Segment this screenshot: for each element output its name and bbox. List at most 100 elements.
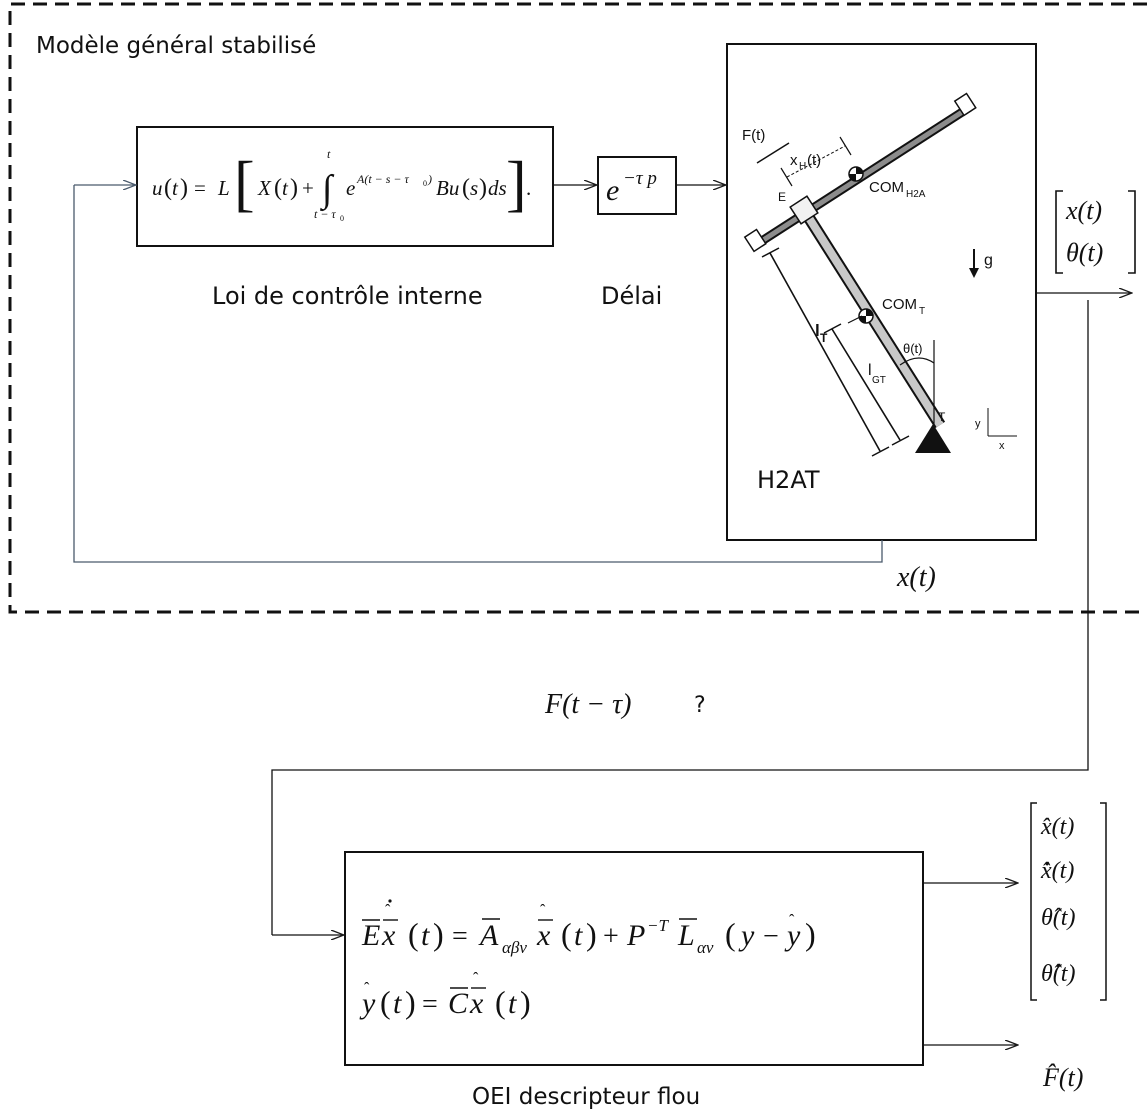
svg-text:ds: ds <box>488 176 507 200</box>
point-t-label: T <box>938 410 946 424</box>
h2at-robot-illustration <box>743 92 1017 457</box>
delay-label: Délai <box>601 282 662 310</box>
svg-text:): ) <box>290 175 298 201</box>
point-e-label: E <box>778 190 786 204</box>
output-vector <box>1055 190 1136 274</box>
svg-text:ˆ: ˆ <box>540 902 546 919</box>
svg-text:t: t <box>282 176 289 200</box>
svg-text:(: ( <box>462 175 470 201</box>
svg-text:t: t <box>508 987 517 1020</box>
frame-title: Modèle général stabilisé <box>36 33 316 59</box>
svg-text:t: t <box>421 919 430 952</box>
svg-text:L: L <box>677 919 695 952</box>
delay-expr: e <box>606 174 619 207</box>
svg-text:x: x <box>469 987 484 1020</box>
svg-text:y: y <box>738 919 755 952</box>
force-label: F(t) <box>742 127 765 144</box>
com-t-label: COM <box>882 296 917 313</box>
svg-text:): ) <box>180 175 188 201</box>
svg-text:): ) <box>427 172 432 186</box>
delay-exponent: −τ p <box>623 168 657 189</box>
svg-text:(: ( <box>725 916 736 952</box>
svg-text:ˆ: ˆ <box>385 902 391 919</box>
xh-sub: H <box>799 161 806 172</box>
svg-text:): ) <box>586 916 597 952</box>
unknown-force-label: F(t − τ) <box>544 689 631 720</box>
plant-label: H2AT <box>757 466 820 494</box>
lgt-sub: GT <box>872 375 886 386</box>
svg-text:=: = <box>452 921 468 952</box>
svg-text:αν: αν <box>697 938 714 957</box>
svg-text:): ) <box>479 175 487 201</box>
plant-block <box>726 43 1037 541</box>
svg-text:): ) <box>405 984 416 1020</box>
svg-text:ˆ: ˆ <box>364 980 370 997</box>
svg-text:x: x <box>381 919 396 952</box>
svg-text:(: ( <box>495 984 506 1020</box>
xh-arg: (t) <box>807 152 821 169</box>
svg-text:L: L <box>217 176 230 200</box>
lt-label: l <box>815 321 820 340</box>
svg-text:C: C <box>448 987 469 1020</box>
stabilized-model-frame <box>8 2 1147 614</box>
svg-text:s: s <box>470 176 478 200</box>
delay-block <box>597 156 677 215</box>
lt-sub: T <box>820 331 828 345</box>
svg-text:P: P <box>626 919 645 952</box>
gravity-label: g <box>984 252 993 269</box>
svg-text:E: E <box>361 919 380 952</box>
control-law-equation: u ( t ) = L [ X ( t ) + t ∫ t − τ 0 e A(… <box>152 147 531 223</box>
svg-text:t: t <box>327 147 331 161</box>
svg-text:.: . <box>526 176 531 200</box>
svg-text:A(t − s − τ: A(t − s − τ <box>356 172 410 186</box>
svg-text:x: x <box>536 919 551 952</box>
control-law-block <box>136 126 554 247</box>
estimate-x: x̂(t) <box>1040 814 1074 840</box>
com-h2a-label: COM <box>869 179 904 196</box>
svg-text:(: ( <box>380 984 391 1020</box>
svg-text:): ) <box>433 916 444 952</box>
com-h2a-sub: H2A <box>906 189 926 200</box>
com-t-sub: T <box>919 306 925 317</box>
observer-input-line <box>271 300 1089 935</box>
svg-text:X: X <box>257 176 272 200</box>
output-theta: θ(t) <box>1066 238 1103 267</box>
estimate-vector-brackets <box>1030 802 1107 1001</box>
svg-text:e: e <box>346 176 355 200</box>
svg-text:αβν: αβν <box>502 938 527 957</box>
xh-label: x <box>790 152 798 169</box>
svg-text:(: ( <box>561 916 572 952</box>
axis-x-label: x <box>999 440 1005 452</box>
lgt-label: l <box>868 362 872 379</box>
svg-text:A: A <box>478 919 499 952</box>
svg-text:ˆ: ˆ <box>789 912 795 929</box>
svg-text:0: 0 <box>423 179 427 188</box>
svg-text:Bu: Bu <box>436 176 459 200</box>
axis-y-label: y <box>975 418 981 430</box>
svg-text:[: [ <box>234 150 255 218</box>
svg-text:]: ] <box>506 150 527 218</box>
svg-text:y: y <box>784 919 801 952</box>
observer-label: OEI descripteur flou <box>472 1084 700 1110</box>
feedback-line <box>73 185 883 563</box>
svg-text:(: ( <box>274 175 282 201</box>
estimate-theta-dot: θ̂̇(t) <box>1041 961 1075 987</box>
svg-text:u: u <box>152 176 163 200</box>
theta-label: θ(t) <box>903 341 923 356</box>
svg-text:(: ( <box>408 916 419 952</box>
svg-text:(: ( <box>164 175 172 201</box>
estimate-x-dot: x̂̇(t) <box>1040 858 1074 884</box>
observer-block <box>344 851 924 1066</box>
observer-equations: E x ˆ ( t ) = A αβν x ˆ ( t ) + P −T L α… <box>359 899 816 1020</box>
svg-text:0: 0 <box>340 214 344 223</box>
svg-text:t: t <box>393 987 402 1020</box>
control-law-label: Loi de contrôle interne <box>212 282 483 310</box>
svg-text:+: + <box>302 176 314 200</box>
question-mark: ? <box>694 693 706 718</box>
svg-text:): ) <box>520 984 531 1020</box>
svg-text:t: t <box>172 176 179 200</box>
svg-text:=: = <box>194 176 206 200</box>
svg-text:t: t <box>574 919 583 952</box>
svg-text:−: − <box>763 921 779 952</box>
